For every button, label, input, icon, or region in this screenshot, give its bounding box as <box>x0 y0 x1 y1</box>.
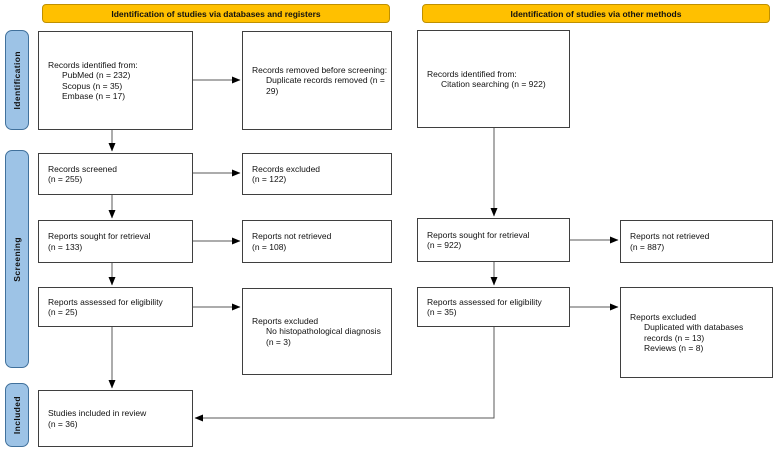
box-count: (n = 133) <box>48 241 83 252</box>
box-count: (n = 122) <box>252 174 287 184</box>
box-item: Duplicated with databases records (n = 1… <box>644 322 744 343</box>
box-item: Duplicate records removed (n = 29) <box>266 75 385 96</box>
box-reports-assessed-other: Reports assessed for eligibility (n = 35… <box>417 287 570 327</box>
box-records-screened: Records screened (n = 255) <box>38 153 193 195</box>
stage-included: Included <box>5 383 29 447</box>
box-count: (n = 35) <box>427 307 457 317</box>
stage-screening: Screening <box>5 150 29 368</box>
box-title: Studies included in review <box>48 408 147 418</box>
stage-identification: Identification <box>5 30 29 130</box>
box-title: Reports sought for retrieval <box>427 229 530 240</box>
box-item: Embase (n = 17) <box>62 91 126 101</box>
box-records-excluded: Records excluded (n = 122) <box>242 153 392 195</box>
box-reports-excluded-databases: Reports excluded No histopathological di… <box>242 288 392 375</box>
box-item: No histopathological diagnosis (n = 3) <box>266 326 381 347</box>
box-count: (n = 255) <box>48 174 83 184</box>
box-item: PubMed (n = 232) <box>62 70 131 80</box>
box-count: (n = 108) <box>252 241 287 252</box>
box-title: Records identified from: <box>427 68 517 79</box>
box-studies-included: Studies included in review (n = 36) <box>38 390 193 447</box>
box-title: Records excluded <box>252 163 321 174</box>
box-reports-assessed-databases: Reports assessed for eligibility (n = 25… <box>38 287 193 327</box>
stage-screening-label: Screening <box>12 236 22 282</box>
box-title: Records identified from: <box>48 59 138 70</box>
box-title: Reports assessed for eligibility <box>48 296 163 307</box>
box-records-identified-other: Records identified from: Citation search… <box>417 30 570 128</box>
box-title: Reports sought for retrieval <box>48 231 151 241</box>
box-count: (n = 25) <box>48 307 78 317</box>
box-count: (n = 887) <box>630 241 665 252</box>
box-title: Reports excluded <box>630 311 697 322</box>
stage-identification-label: Identification <box>12 50 22 110</box>
box-reports-not-retrieved-databases: Reports not retrieved (n = 108) <box>242 220 392 263</box>
box-count: (n = 36) <box>48 418 78 429</box>
box-title: Reports assessed for eligibility <box>427 296 542 307</box>
box-title: Records removed before screening: <box>252 64 388 75</box>
box-title: Records screened <box>48 163 117 174</box>
box-item: Scopus (n = 35) <box>62 80 123 91</box>
banner-other-methods: Identification of studies via other meth… <box>422 4 770 23</box>
box-item: Reviews (n = 8) <box>644 343 704 353</box>
box-count: (n = 922) <box>427 240 462 250</box>
box-records-removed-before-screening: Records removed before screening: Duplic… <box>242 31 392 130</box>
box-reports-excluded-other: Reports excluded Duplicated with databas… <box>620 287 773 378</box>
box-title: Reports not retrieved <box>252 231 332 241</box>
stage-included-label: Included <box>12 395 22 435</box>
box-reports-not-retrieved-other: Reports not retrieved (n = 887) <box>620 220 773 263</box>
box-reports-sought-other: Reports sought for retrieval (n = 922) <box>417 218 570 262</box>
box-title: Reports not retrieved <box>630 231 710 241</box>
banner-databases-registers: Identification of studies via databases … <box>42 4 390 23</box>
box-records-identified-databases: Records identified from: PubMed (n = 232… <box>38 31 193 130</box>
box-reports-sought-databases: Reports sought for retrieval (n = 133) <box>38 220 193 263</box>
box-item: Citation searching (n = 922) <box>441 79 546 89</box>
box-title: Reports excluded <box>252 315 319 326</box>
